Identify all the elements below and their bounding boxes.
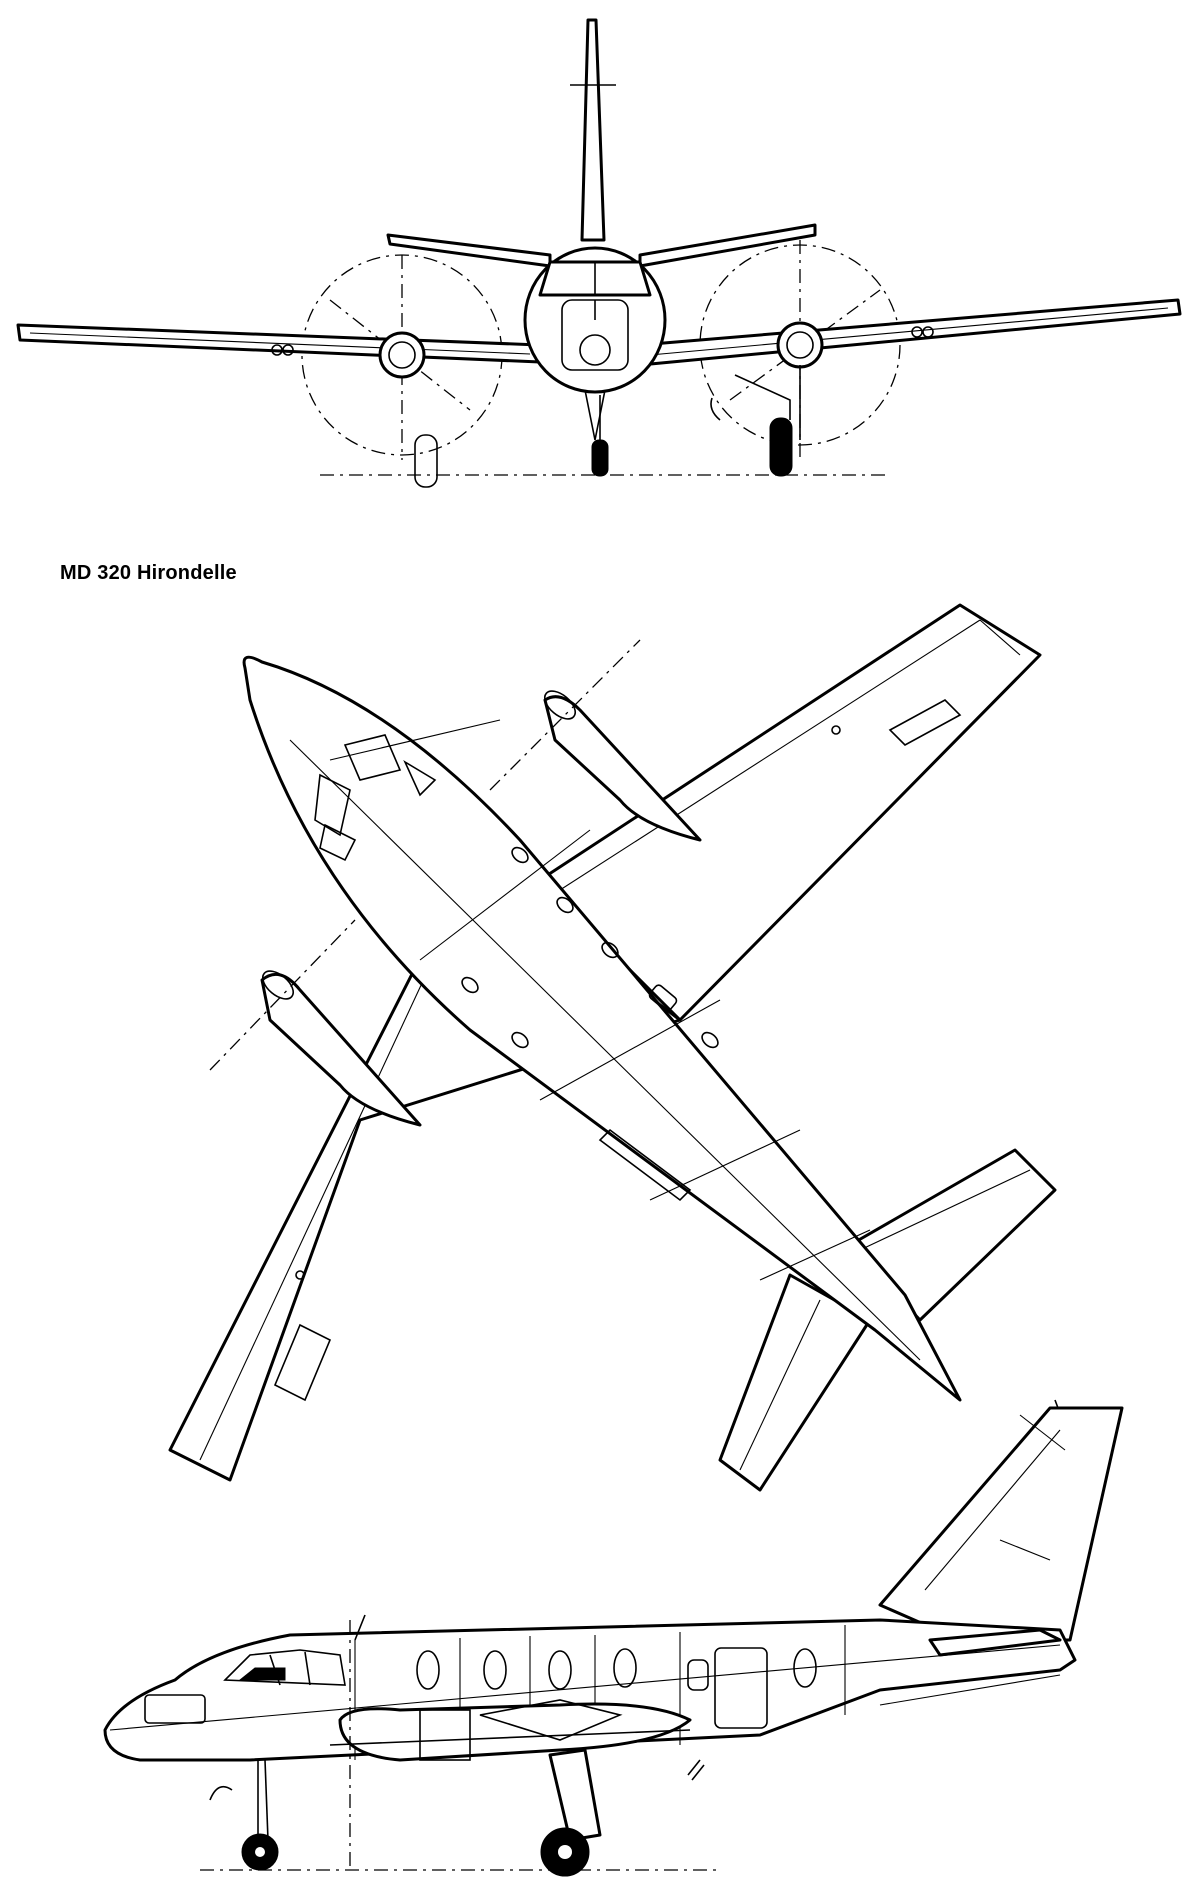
- cabin-window-3: [548, 1650, 572, 1690]
- cabin-door: [714, 1647, 768, 1729]
- tailplane-left: [718, 1273, 872, 1492]
- cockpit-window-2: [314, 773, 351, 837]
- left-tailplane: [386, 233, 552, 268]
- cockpit-window-4: [319, 823, 357, 862]
- cabin-window-2: [483, 1650, 507, 1690]
- right-main-wheel: [769, 417, 793, 477]
- cabin-window-4: [613, 1648, 637, 1688]
- tailplane-side: [928, 1628, 1062, 1657]
- nose-wheel: [591, 439, 609, 477]
- nose-radome: [579, 334, 611, 366]
- plan-view: [168, 603, 1057, 1492]
- cockpit-window-1: [343, 734, 402, 781]
- right-nacelle-plan: [543, 695, 702, 842]
- fuselage-plan: [242, 655, 962, 1402]
- left-main-wheel: [414, 434, 438, 488]
- cockpit-windows-side: [223, 1649, 346, 1686]
- main-gear-leg: [548, 1748, 602, 1842]
- engine-nacelle-side: [338, 1702, 692, 1762]
- front-view: [16, 18, 1182, 488]
- left-nacelle-plan: [260, 972, 422, 1127]
- right-wing: [638, 298, 1182, 367]
- side-view: [103, 1399, 1124, 1877]
- vertical-fin: [580, 18, 606, 242]
- cabin-window-1: [416, 1650, 440, 1690]
- cockpit-window-3: [403, 759, 437, 797]
- right-engine-nacelle: [776, 321, 824, 369]
- cabin-window-5: [687, 1659, 709, 1691]
- fin-side: [878, 1406, 1124, 1642]
- left-engine-nacelle: [378, 331, 426, 379]
- right-tailplane: [638, 223, 817, 268]
- aircraft-caption: MD 320 Hirondelle: [60, 562, 237, 584]
